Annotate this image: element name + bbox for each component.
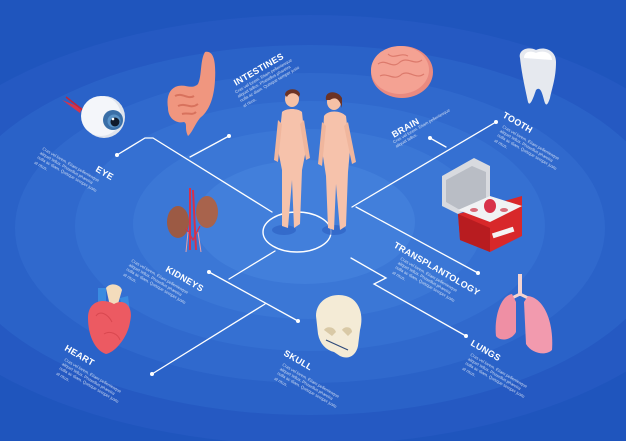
kidneys-icon bbox=[167, 188, 218, 253]
heart-icon bbox=[88, 284, 131, 354]
female-figure-icon bbox=[318, 92, 356, 230]
eye-icon bbox=[62, 96, 125, 138]
connector-lines bbox=[116, 121, 497, 375]
lungs-icon bbox=[495, 274, 553, 354]
tooth-icon bbox=[519, 48, 556, 105]
brain-icon bbox=[371, 46, 433, 98]
transplant-box-icon bbox=[442, 158, 522, 252]
male-figure-icon bbox=[274, 89, 310, 228]
skull-icon bbox=[316, 294, 362, 358]
intestines-icon bbox=[167, 51, 216, 136]
